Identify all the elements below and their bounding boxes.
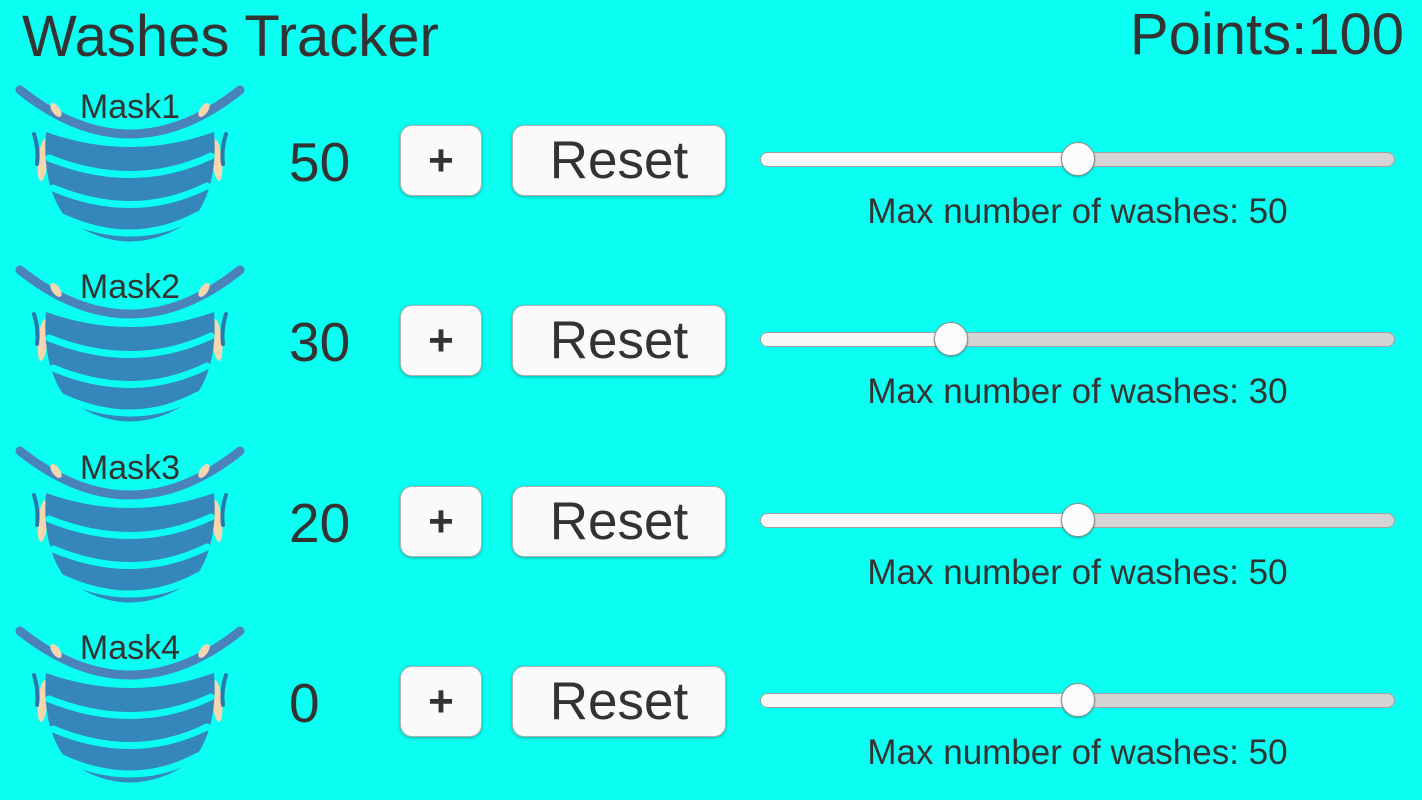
- mask-row: Mask3 20 + Reset Max number of washes: 5…: [0, 443, 1422, 623]
- mask-strap-shape: [15, 446, 245, 500]
- mask-icon: Mask2: [12, 262, 248, 427]
- mask-strap-shape: [15, 265, 245, 319]
- mask-body-shape: [45, 673, 215, 783]
- increment-washes-button[interactable]: +: [400, 666, 482, 737]
- wash-count: 30: [289, 311, 351, 373]
- max-washes-label: Max number of washes: 30: [867, 372, 1288, 411]
- max-washes-label: Max number of washes: 50: [867, 553, 1288, 592]
- max-washes-slider[interactable]: [760, 683, 1395, 719]
- max-washes-slider[interactable]: [760, 503, 1395, 539]
- mask-strap-shape: [15, 85, 245, 139]
- max-washes-label: Max number of washes: 50: [867, 192, 1288, 231]
- max-washes-label: Max number of washes: 50: [867, 733, 1288, 772]
- max-washes-slider[interactable]: [760, 142, 1395, 178]
- slider-fill: [761, 514, 1078, 527]
- page-title: Washes Tracker: [22, 4, 439, 69]
- reset-washes-button[interactable]: Reset: [512, 305, 726, 376]
- mask-pleat-lines: [45, 513, 215, 598]
- face-mask-icon: [15, 265, 245, 422]
- points-label: Points:: [1129, 2, 1308, 67]
- points-display: Points:100: [1130, 2, 1404, 69]
- mask-name-label: Mask4: [79, 629, 181, 667]
- increment-washes-button[interactable]: +: [400, 305, 482, 376]
- mask-pleat-lines: [45, 152, 215, 237]
- mask-icon: Mask3: [12, 443, 248, 608]
- mask-name-label: Mask2: [79, 268, 181, 306]
- face-mask-icon: [15, 446, 245, 603]
- mask-body-shape: [45, 132, 215, 242]
- mask-pleat-lines: [45, 332, 215, 417]
- mask-icon: Mask1: [12, 82, 248, 247]
- mask-name-label: Mask1: [79, 88, 181, 126]
- reset-washes-button[interactable]: Reset: [512, 666, 726, 737]
- mask-icon: Mask4: [12, 623, 248, 788]
- points-value: 100: [1307, 2, 1404, 67]
- wash-count: 50: [289, 131, 351, 193]
- mask-body-shape: [45, 312, 215, 422]
- slider-thumb[interactable]: [1060, 503, 1095, 537]
- slider-thumb[interactable]: [1060, 142, 1095, 176]
- slider-fill: [761, 333, 951, 346]
- mask-body-shape: [45, 493, 215, 603]
- mask-row: Mask2 30 + Reset Max number of washes: 3…: [0, 262, 1422, 442]
- mask-pleat-lines: [45, 693, 215, 778]
- mask-detail-shapes: [32, 673, 228, 707]
- slider-track: [760, 332, 1395, 347]
- slider-fill: [761, 694, 1078, 707]
- mask-row: Mask4 0 + Reset Max number of washes: 50: [0, 623, 1422, 800]
- increment-washes-button[interactable]: +: [400, 125, 482, 196]
- face-mask-icon: [15, 626, 245, 783]
- mask-detail-shapes: [32, 493, 228, 527]
- wash-count: 20: [289, 492, 351, 554]
- max-washes-slider[interactable]: [760, 322, 1395, 358]
- reset-washes-button[interactable]: Reset: [512, 125, 726, 196]
- slider-fill: [761, 153, 1078, 166]
- increment-washes-button[interactable]: +: [400, 486, 482, 557]
- mask-row: Mask1 50 + Reset Max number of washes: 5…: [0, 82, 1422, 262]
- reset-washes-button[interactable]: Reset: [512, 486, 726, 557]
- mask-detail-shapes: [32, 132, 228, 166]
- wash-count: 0: [289, 672, 320, 734]
- slider-thumb[interactable]: [1060, 683, 1095, 717]
- slider-thumb[interactable]: [933, 322, 968, 356]
- mask-name-label: Mask3: [79, 449, 181, 487]
- face-mask-icon: [15, 85, 245, 242]
- mask-strap-shape: [15, 626, 245, 680]
- mask-detail-shapes: [32, 312, 228, 346]
